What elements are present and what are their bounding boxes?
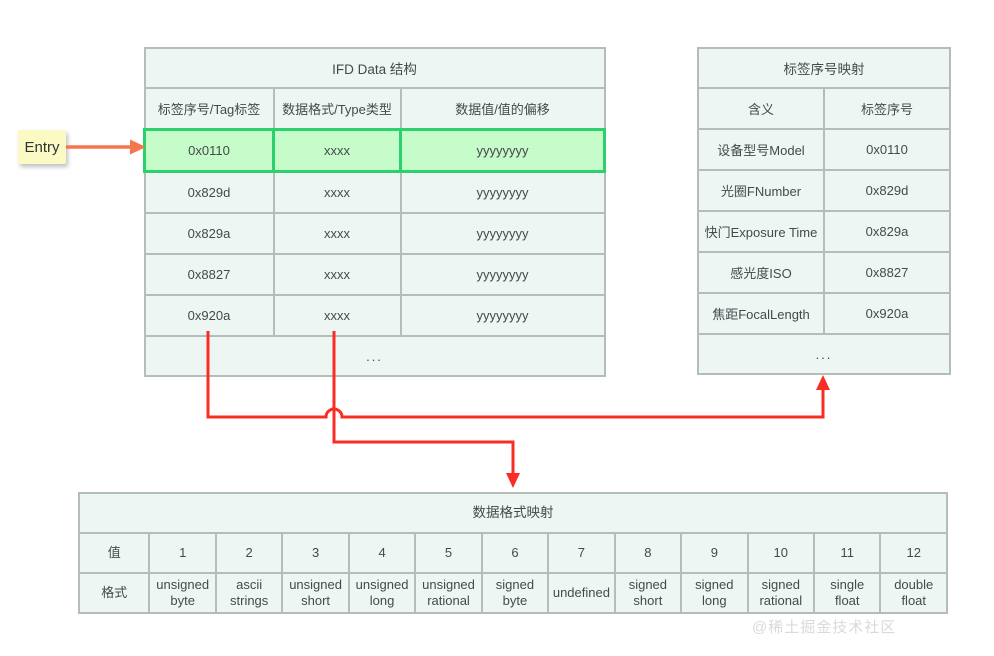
tagmap-row: 快门Exposure Time 0x829a <box>697 210 951 253</box>
tagmap-cell-tag: 0x829d <box>823 169 951 212</box>
ifd-cell-value: yyyyyyyy <box>399 170 606 214</box>
format-value-cell: 9 <box>680 532 749 574</box>
ifd-cell-tag: 0x920a <box>143 294 275 337</box>
ifd-table-title: IFD Data 结构 <box>143 47 606 89</box>
ifd-cell-type: xxxx <box>272 170 402 214</box>
format-name-cell: signed short <box>613 572 683 614</box>
tagmap-cell-meaning: 光圈FNumber <box>697 169 825 212</box>
entry-label: Entry <box>24 138 60 156</box>
format-value-cell: 12 <box>879 532 948 574</box>
format-table: 数据格式映射 值 1 2 3 4 5 6 7 8 9 10 11 12 格式 u… <box>77 492 948 614</box>
ifd-cell-type: xxxx <box>272 294 402 337</box>
watermark: @稀土掘金技术社区 <box>752 619 897 636</box>
format-value-cell: 5 <box>414 532 483 574</box>
tagmap-cell-tag: 0x8827 <box>823 251 951 294</box>
format-values-row: 值 1 2 3 4 5 6 7 8 9 10 11 12 <box>77 532 948 574</box>
ifd-header-type: 数据格式/Type类型 <box>272 87 402 131</box>
ifd-cell-tag: 0x829a <box>143 212 275 255</box>
format-row-label: 值 <box>77 532 151 574</box>
format-name-cell: signed rational <box>746 572 816 614</box>
format-value-cell: 4 <box>347 532 417 574</box>
tag-map-table: 标签序号映射 含义 标签序号 设备型号Model 0x0110 光圈FNumbe… <box>697 47 951 375</box>
ifd-table: IFD Data 结构 标签序号/Tag标签 数据格式/Type类型 数据值/值… <box>143 47 607 377</box>
format-table-title: 数据格式映射 <box>78 492 948 534</box>
ifd-ellipsis: ... <box>143 335 606 377</box>
tagmap-row: 焦距FocalLength 0x920a <box>697 292 951 335</box>
tagmap-cell-tag: 0x0110 <box>823 128 951 171</box>
ifd-header-tag: 标签序号/Tag标签 <box>143 87 275 131</box>
ifd-cell-value: yyyyyyyy <box>398 128 607 173</box>
tagmap-cell-meaning: 感光度ISO <box>697 251 825 294</box>
ifd-ellipsis-row: ... <box>143 335 606 377</box>
format-value-cell: 10 <box>746 532 816 574</box>
tagmap-cell-meaning: 快门Exposure Time <box>697 210 825 253</box>
ifd-row: 0x829d xxxx yyyyyyyy <box>143 170 606 214</box>
ifd-row-highlighted: 0x0110 xxxx yyyyyyyy <box>143 128 607 173</box>
ifd-cell-type: xxxx <box>272 212 402 255</box>
ifd-cell-type: xxxx <box>272 128 402 173</box>
format-value-cell: 8 <box>613 532 683 574</box>
ifd-title-row: IFD Data 结构 <box>143 47 606 89</box>
tagmap-header-tag: 标签序号 <box>823 87 951 130</box>
tagmap-ellipsis-row: ... <box>697 333 951 375</box>
tagmap-title-row: 标签序号映射 <box>697 47 951 89</box>
entry-note: Entry <box>18 130 66 164</box>
format-value-cell: 3 <box>281 532 350 574</box>
ifd-header-value: 数据值/值的偏移 <box>399 87 606 131</box>
ifd-header-row: 标签序号/Tag标签 数据格式/Type类型 数据值/值的偏移 <box>143 87 606 131</box>
format-row-label: 格式 <box>77 572 151 614</box>
format-name-cell: unsigned rational <box>414 572 483 614</box>
ifd-cell-value: yyyyyyyy <box>399 253 606 296</box>
format-name-cell: ascii strings <box>214 572 284 614</box>
tagmap-row: 设备型号Model 0x0110 <box>697 128 951 171</box>
format-name-cell: double float <box>879 572 948 614</box>
ifd-row: 0x920a xxxx yyyyyyyy <box>143 294 606 337</box>
tagmap-ellipsis: ... <box>697 333 951 375</box>
format-value-cell: 6 <box>480 532 550 574</box>
format-name-cell: signed long <box>680 572 749 614</box>
tagmap-cell-tag: 0x920a <box>823 292 951 335</box>
format-name-cell: signed byte <box>480 572 550 614</box>
format-title-row: 数据格式映射 <box>78 492 948 534</box>
entry-arrow-icon <box>66 139 146 155</box>
format-name-cell: undefined <box>547 572 616 614</box>
format-formats-row: 格式 unsigned byte ascii strings unsigned … <box>77 572 948 614</box>
format-name-cell: unsigned long <box>347 572 417 614</box>
tagmap-row: 感光度ISO 0x8827 <box>697 251 951 294</box>
format-value-cell: 11 <box>812 532 882 574</box>
tagmap-cell-tag: 0x829a <box>823 210 951 253</box>
tagmap-header-meaning: 含义 <box>697 87 825 130</box>
tagmap-header-row: 含义 标签序号 <box>697 87 951 130</box>
ifd-row: 0x8827 xxxx yyyyyyyy <box>143 253 606 296</box>
format-name-cell: unsigned byte <box>148 572 217 614</box>
tagmap-row: 光圈FNumber 0x829d <box>697 169 951 212</box>
ifd-cell-tag: 0x0110 <box>143 128 275 173</box>
format-value-cell: 7 <box>547 532 616 574</box>
tagmap-cell-meaning: 焦距FocalLength <box>697 292 825 335</box>
tagmap-table-title: 标签序号映射 <box>697 47 951 89</box>
format-name-cell: single float <box>812 572 882 614</box>
ifd-cell-tag: 0x8827 <box>143 253 275 296</box>
ifd-cell-type: xxxx <box>272 253 402 296</box>
ifd-cell-value: yyyyyyyy <box>399 212 606 255</box>
ifd-row: 0x829a xxxx yyyyyyyy <box>143 212 606 255</box>
format-value-cell: 1 <box>148 532 217 574</box>
format-value-cell: 2 <box>214 532 284 574</box>
format-name-cell: unsigned short <box>281 572 350 614</box>
tagmap-cell-meaning: 设备型号Model <box>697 128 825 171</box>
ifd-cell-tag: 0x829d <box>143 170 275 214</box>
ifd-cell-value: yyyyyyyy <box>399 294 606 337</box>
